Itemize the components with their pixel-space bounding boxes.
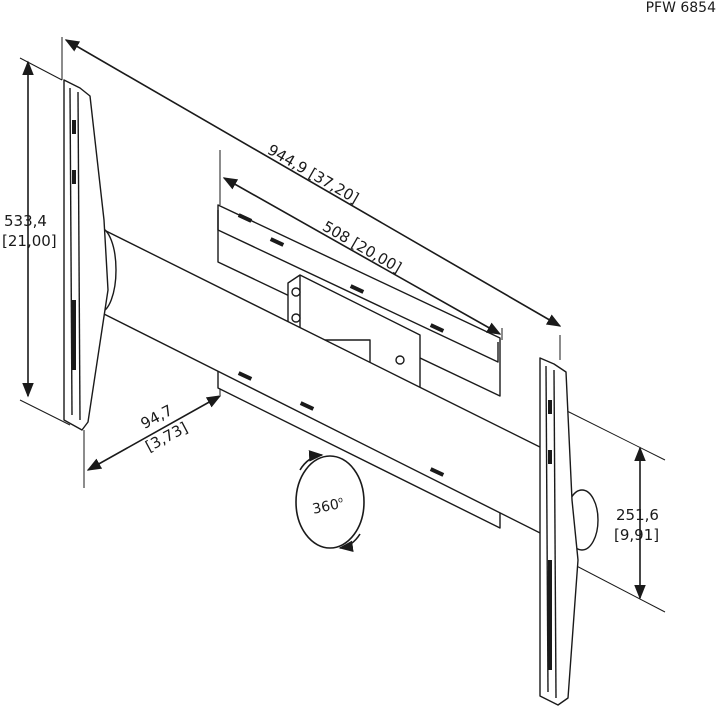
model-number: PFW 6854 [645,0,716,16]
dim-depth [86,395,222,471]
dimension-lines [22,39,646,600]
dim-mount-width [222,177,502,335]
left-bracket [63,79,109,431]
right-height-mm-label: 251,6 [616,506,659,524]
height-in-label: [21,00] [2,232,57,250]
rotation-symbol [295,450,365,553]
height-mm-label: 533,4 [4,212,47,230]
right-height-in-label: [9,91] [614,526,660,544]
right-bracket [539,357,579,706]
